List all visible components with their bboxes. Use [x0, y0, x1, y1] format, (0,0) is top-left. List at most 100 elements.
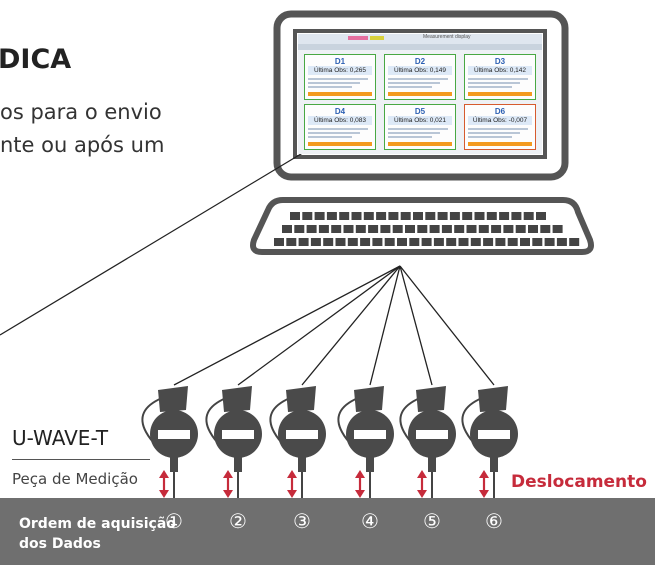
- keyboard-key: [483, 238, 494, 246]
- keyboard-key: [372, 238, 383, 246]
- keyboard-key: [507, 238, 518, 246]
- panel-status-bar: [308, 142, 372, 146]
- panel-data-row: [468, 78, 528, 80]
- panel-data-row: [468, 82, 520, 84]
- panel-last-observation: Última Obs: 0,021: [388, 116, 452, 125]
- keyboard-key: [314, 212, 325, 220]
- keyboard-key: [454, 225, 465, 233]
- keyboard-key: [470, 238, 481, 246]
- panel-data-row: [308, 128, 368, 130]
- keyboard-key: [347, 238, 358, 246]
- keyboard-key: [491, 225, 502, 233]
- keyboard-key: [569, 238, 580, 246]
- keyboard-key: [437, 212, 448, 220]
- description: os para o envio nte ou após um: [0, 96, 164, 162]
- displacement-arrow: [479, 470, 489, 498]
- keyboard-key: [363, 212, 374, 220]
- panel-data-row: [468, 136, 512, 138]
- acquisition-order-label: Ordem de aquisição dos Dados: [19, 514, 176, 554]
- panel-data-row: [308, 132, 360, 134]
- keyboard-key: [486, 212, 497, 220]
- keyboard-key: [306, 225, 317, 233]
- keyboard-key: [380, 225, 391, 233]
- keyboard-key: [532, 238, 543, 246]
- keyboard-key: [392, 225, 403, 233]
- displacement-arrow: [417, 470, 427, 498]
- panel-data-row: [388, 136, 432, 138]
- keyboard-key: [339, 212, 350, 220]
- keyboard-key: [466, 225, 477, 233]
- acquisition-order-number: ⑤: [423, 509, 441, 533]
- panel-name: D1: [334, 57, 346, 66]
- keyboard-key: [478, 225, 489, 233]
- panel-name: D6: [494, 107, 506, 116]
- keyboard-key: [274, 238, 284, 246]
- keyboard-key: [499, 212, 510, 220]
- screen-titlebar: [298, 34, 542, 44]
- displacement-arrow: [223, 470, 233, 498]
- keyboard-key: [384, 238, 395, 246]
- panel-data-row: [308, 136, 352, 138]
- keyboard-key: [323, 238, 334, 246]
- description-line-2: nte ou após um: [0, 133, 165, 157]
- panel-last-observation: Última Obs: 0,083: [308, 116, 372, 125]
- gauges: [141, 386, 518, 498]
- keyboard-key: [425, 212, 436, 220]
- keyboard-key: [343, 225, 354, 233]
- panel-data-row: [388, 82, 440, 84]
- keyboard-key: [449, 212, 460, 220]
- keyboard-key: [421, 238, 432, 246]
- keyboard-key: [515, 225, 526, 233]
- panel-last-observation: Última Obs: 0,149: [388, 66, 452, 75]
- keyboard-key: [540, 225, 551, 233]
- screen-toolbar: [298, 44, 542, 50]
- keyboard-key: [433, 238, 444, 246]
- keyboard-key: [318, 225, 329, 233]
- panel-data-row: [308, 82, 360, 84]
- monitor-screen-frame: [293, 29, 547, 159]
- keyboard-key: [360, 238, 371, 246]
- keyboard-key: [511, 212, 522, 220]
- acquisition-order-number: ③: [293, 509, 311, 533]
- keyboard-key: [302, 212, 313, 220]
- u-wave-t-gauge: [461, 386, 518, 498]
- keyboard-key: [335, 238, 346, 246]
- keyboard-key: [351, 212, 362, 220]
- panel-last-observation: Última Obs: 0,142: [468, 66, 532, 75]
- keyboard-key: [331, 225, 342, 233]
- keyboard-key: [282, 225, 292, 233]
- acquisition-order-number: ④: [361, 509, 379, 533]
- panel-name: D4: [334, 107, 346, 116]
- acquisition-order-number: ⑥: [485, 509, 503, 533]
- keyboard-key: [429, 225, 440, 233]
- acquisition-order-line-1: Ordem de aquisição: [19, 516, 176, 532]
- panel-data-row: [388, 128, 448, 130]
- keyboard-key: [310, 238, 321, 246]
- keyboard-key: [368, 225, 379, 233]
- panel-data-row: [308, 86, 352, 88]
- keyboard-key: [355, 225, 366, 233]
- u-wave-t-gauge: [269, 386, 326, 498]
- acquisition-order-number: ②: [229, 509, 247, 533]
- panel-name: D3: [494, 57, 506, 66]
- keyboard-key: [523, 212, 534, 220]
- u-wave-t-label: U-WAVE-T: [12, 426, 109, 450]
- keyboard-key: [298, 238, 309, 246]
- connection-lines: [173, 265, 495, 386]
- u-wave-t-gauge: [141, 386, 198, 498]
- keyboard-key: [397, 238, 407, 246]
- displacement-arrow: [287, 470, 297, 498]
- u-wave-t-gauge: [399, 386, 456, 498]
- keyboard-key: [326, 212, 337, 220]
- panel-data-row: [468, 128, 528, 130]
- panel-status-bar: [388, 92, 452, 96]
- keyboard-key: [503, 225, 514, 233]
- panel-data-row: [388, 78, 448, 80]
- screen-highlight-yellow: [370, 36, 384, 40]
- panel-last-observation: Última Obs: -0,007: [468, 116, 532, 125]
- panel-name: D5: [414, 107, 426, 116]
- displacement-arrow: [159, 470, 169, 498]
